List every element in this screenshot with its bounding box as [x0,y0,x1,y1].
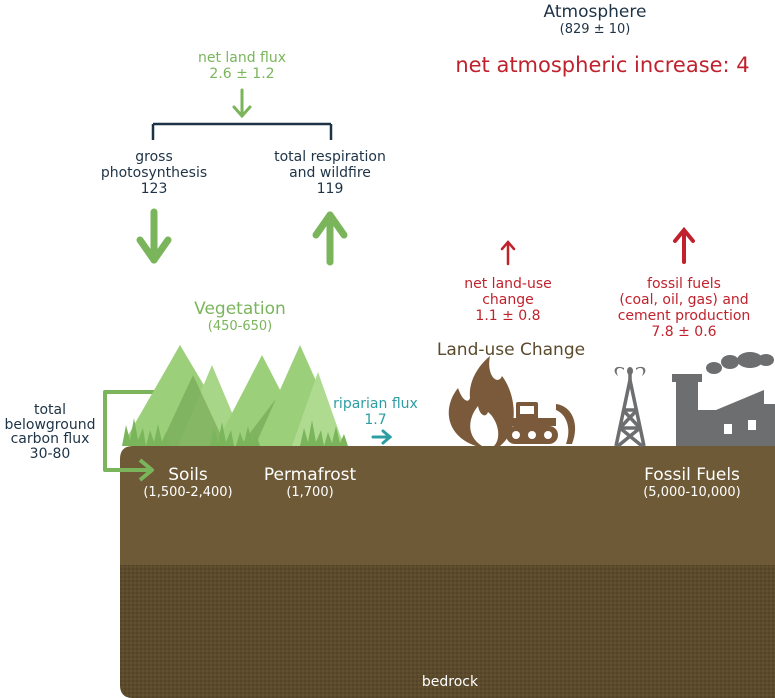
soils-title: Soils [168,465,208,485]
factory-icon [672,374,775,446]
land-use-flux-title: net land-use change [464,276,552,309]
belowground-flux-arrow [103,390,160,482]
respiration-label: total respiration and wildfire 119 [250,149,410,197]
bedrock-layer [120,565,775,698]
soil-layer [120,446,775,565]
atmosphere-title: Atmosphere [543,2,647,22]
vegetation-title: Vegetation [194,299,286,319]
soils-value: (1,500-2,400) [143,484,233,500]
grass [122,418,348,446]
photosynthesis-arrow [136,208,172,264]
land-use-change-label: Land-use Change [436,340,586,360]
land-use-arrow [500,240,516,266]
belowground-flux-value: 30-80 [29,446,71,463]
soils-label: Soils (1,500-2,400) [128,465,248,500]
permafrost-label: Permafrost (1,700) [250,465,370,500]
respiration-arrow [312,211,348,266]
belowground-flux-label: total belowground carbon flux 30-80 [0,403,100,462]
land-use-flux-value: 1.1 ± 0.8 [475,308,541,325]
riparian-flux-title: riparian flux [333,396,418,412]
fossil-flux-value: 7.8 ± 0.6 [651,324,717,341]
fossil-fuels-title: Fossil Fuels [644,465,740,485]
photosynthesis-title: gross photosynthesis [100,149,208,182]
riparian-flux-label: riparian flux 1.7 [318,396,433,428]
belowground-flux-title: total belowground carbon flux [4,402,96,448]
land-use-flux-label: net land-use change 1.1 ± 0.8 [438,276,578,324]
flux-bracket [151,122,333,140]
respiration-title: total respiration and wildfire [274,149,386,182]
net-land-flux-title: net land flux [197,50,287,66]
fossil-flux-label: fossil fuels (coal, oil, gas) and cement… [594,276,774,340]
fossil-flux-title: fossil fuels (coal, oil, gas) and cement… [617,276,751,325]
fossil-flux-arrow [673,226,695,264]
net-land-flux-arrow [232,88,252,119]
vegetation-label: Vegetation (450-650) [160,299,320,334]
bedrock-label: bedrock [421,674,479,690]
riparian-flux-value: 1.7 [364,412,387,429]
riparian-flux-arrow [371,429,393,445]
net-land-flux-label: net land flux 2.6 ± 1.2 [172,50,312,82]
atmosphere-label: Atmosphere (829 ± 10) [510,2,680,37]
vegetation-value: (450-650) [207,318,273,334]
fossil-fuels-label: Fossil Fuels (5,000-10,000) [622,465,762,500]
oil-splash-icon [614,366,646,376]
fossil-fuels-value: (5,000-10,000) [643,484,741,500]
respiration-value: 119 [316,181,344,198]
photosynthesis-label: gross photosynthesis 123 [84,149,224,197]
net-land-flux-value: 2.6 ± 1.2 [209,66,275,83]
oil-derrick-icon [614,372,646,448]
photosynthesis-value: 123 [140,181,168,198]
permafrost-title: Permafrost [263,465,357,485]
fire-icon [448,356,514,446]
atmosphere-value: (829 ± 10) [559,21,631,37]
net-atmospheric-increase: net atmospheric increase: 4 [455,53,750,77]
bulldozer-icon [506,402,576,444]
vegetation-trees [122,345,345,446]
permafrost-value: (1,700) [286,484,334,500]
smoke-icon [706,352,774,374]
